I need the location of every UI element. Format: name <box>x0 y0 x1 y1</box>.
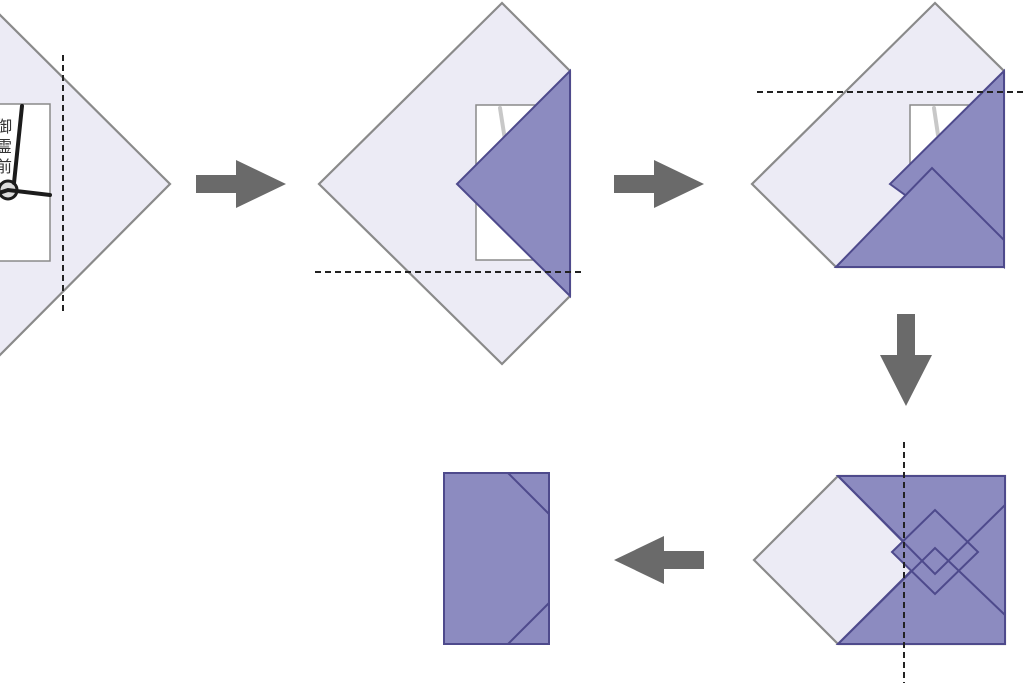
wrapped-bundle <box>443 472 550 645</box>
mizuhiki-cord <box>0 187 52 197</box>
folded-flap <box>833 166 1005 268</box>
folded-flap <box>455 68 571 299</box>
mizuhiki-cord <box>12 104 24 185</box>
arrow-down-icon <box>880 314 932 406</box>
step-1: 御 霊 前 <box>0 13 172 357</box>
envelope-label-char: 前 <box>0 157 12 176</box>
mizuhiki-cord <box>932 106 940 137</box>
envelope-label-char: 御 <box>0 117 12 136</box>
step-3 <box>750 1 1024 269</box>
fold-crease <box>507 472 550 515</box>
fold-crease <box>837 546 1006 645</box>
step-5 <box>443 472 550 645</box>
arrow-left-icon <box>614 536 704 584</box>
fold-crease <box>837 475 1006 576</box>
fold-crease <box>507 602 550 645</box>
step-4 <box>752 442 1007 683</box>
mizuhiki-cord <box>498 106 507 142</box>
step-2 <box>315 1 585 366</box>
arrow-right-icon <box>196 160 286 208</box>
arrow-right-icon <box>614 160 704 208</box>
envelope-label-char: 霊 <box>0 137 12 156</box>
cloth <box>0 13 172 357</box>
folded-flap <box>890 508 980 596</box>
cloth <box>317 1 572 366</box>
